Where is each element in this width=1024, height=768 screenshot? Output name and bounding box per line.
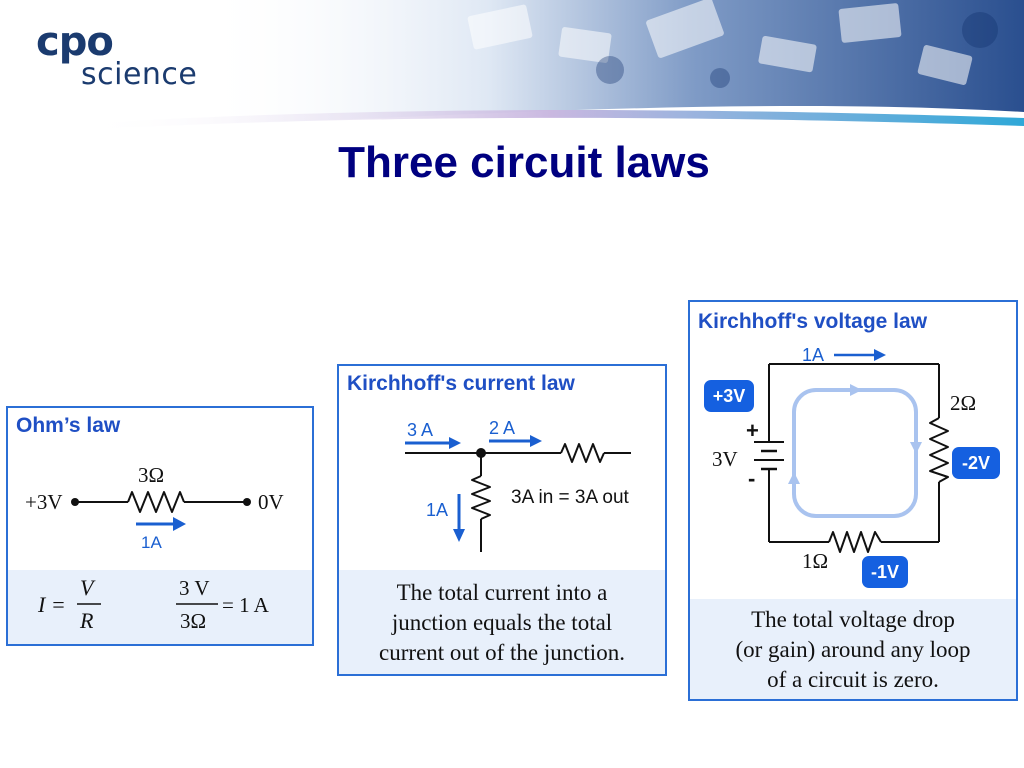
kcl-current-down-label: 1A (426, 500, 448, 520)
ohms-law-diagram: +3V 0V 3Ω 1A (25, 463, 284, 552)
calc-denominator: 3Ω (180, 609, 206, 633)
banner-stripe (80, 110, 1024, 130)
kvl-caption-line-3: of a circuit is zero. (767, 667, 939, 692)
logo-science-text: science (81, 57, 198, 92)
slide-title: Three circuit laws (338, 138, 710, 187)
kcl-current-right-label: 2 A (489, 418, 515, 438)
kvl-resistor-1ohm (828, 531, 882, 553)
ohm-left-voltage: +3V (25, 490, 63, 514)
kcl-caption-line-3: current out of the junction. (379, 640, 625, 665)
kcl-current-down-arrowhead (453, 529, 465, 542)
kcl-current-in-arrowhead (449, 437, 461, 449)
kvl-source-badge-text: +3V (713, 386, 746, 406)
kvl-r1-drop-badge (952, 447, 1000, 479)
kvl-caption-line-1: The total voltage drop (751, 607, 955, 632)
kvl-r2-drop-text: -1V (871, 562, 899, 582)
kvl-battery-plus: + (746, 418, 759, 443)
kvl-loop-current-label: 1A (802, 345, 824, 365)
ohm-current-label: 1A (141, 533, 162, 552)
kcl-caption-line-1: The total current into a (396, 580, 608, 605)
kcl-caption-area: The total current into a junction equals… (339, 570, 665, 674)
banner-photo-collage (467, 0, 973, 85)
kcl-note: 3A in = 3A out (511, 487, 630, 508)
ohms-law-formulas: I = V R 3 V 3Ω = 1 A (37, 575, 270, 633)
kvl-battery-label: 3V (712, 447, 738, 471)
ohms-law-title: Ohm’s law (16, 414, 121, 437)
ohm-resistance-label: 3Ω (138, 463, 164, 487)
formula-denominator: R (79, 608, 94, 633)
kvl-current-loop (792, 388, 918, 518)
kcl-caption-line-2: junction equals the total (391, 610, 613, 635)
kvl-r1-label: 2Ω (950, 391, 976, 415)
banner-photo-band (200, 0, 1024, 126)
logo-cpo-text: cpo (36, 19, 114, 65)
kvl-panel: Kirchhoff's voltage law 1A + 3V - +3V 2Ω… (688, 300, 1018, 701)
kcl-resistor-down (471, 475, 491, 520)
kvl-r1-drop-text: -2V (962, 453, 990, 473)
kvl-loop-arrow-top (850, 384, 862, 396)
ohm-current-arrowhead (173, 517, 186, 531)
kcl-current-in-label: 3 A (407, 420, 433, 440)
ohm-right-voltage: 0V (258, 490, 284, 514)
calc-numerator: 3 V (179, 576, 210, 600)
kvl-caption-line-2: (or gain) around any loop (735, 637, 971, 662)
calc-result: = 1 A (222, 593, 270, 617)
header-banner (80, 0, 1024, 130)
kvl-r2-label: 1Ω (802, 549, 828, 573)
ohms-law-panel: Ohm’s law +3V 0V 3Ω 1A I = V R 3 V 3Ω = … (6, 406, 314, 646)
kvl-r2-drop-badge (862, 556, 908, 588)
ohms-law-formula-area: I = V R 3 V 3Ω = 1 A (8, 570, 312, 644)
kvl-loop-arrow-left (788, 472, 800, 484)
formula-numerator: V (80, 575, 96, 600)
cpo-science-logo: cpo science (36, 22, 197, 90)
kvl-resistor-2ohm (929, 417, 949, 483)
kvl-battery-minus: - (748, 466, 755, 491)
kcl-resistor-right (560, 443, 605, 463)
kvl-diagram: 1A + 3V - +3V 2Ω -2V 1Ω -1V (704, 345, 1000, 588)
kcl-diagram: 3 A 2 A 1A 3A in = 3A out (405, 418, 631, 552)
kcl-current-right-arrowhead (530, 435, 542, 447)
kvl-caption-area: The total voltage drop (or gain) around … (690, 599, 1016, 699)
kvl-loop-current-arrowhead (874, 349, 886, 361)
kvl-source-badge (704, 380, 754, 412)
formula-lhs: I = (37, 592, 66, 617)
kvl-loop-arrow-right (910, 442, 922, 454)
kcl-panel: Kirchhoff's current law 3 A 2 A 1A 3A in… (337, 364, 667, 676)
ohm-resistor (127, 491, 185, 513)
kcl-title: Kirchhoff's current law (347, 372, 575, 395)
kvl-title: Kirchhoff's voltage law (698, 310, 928, 333)
